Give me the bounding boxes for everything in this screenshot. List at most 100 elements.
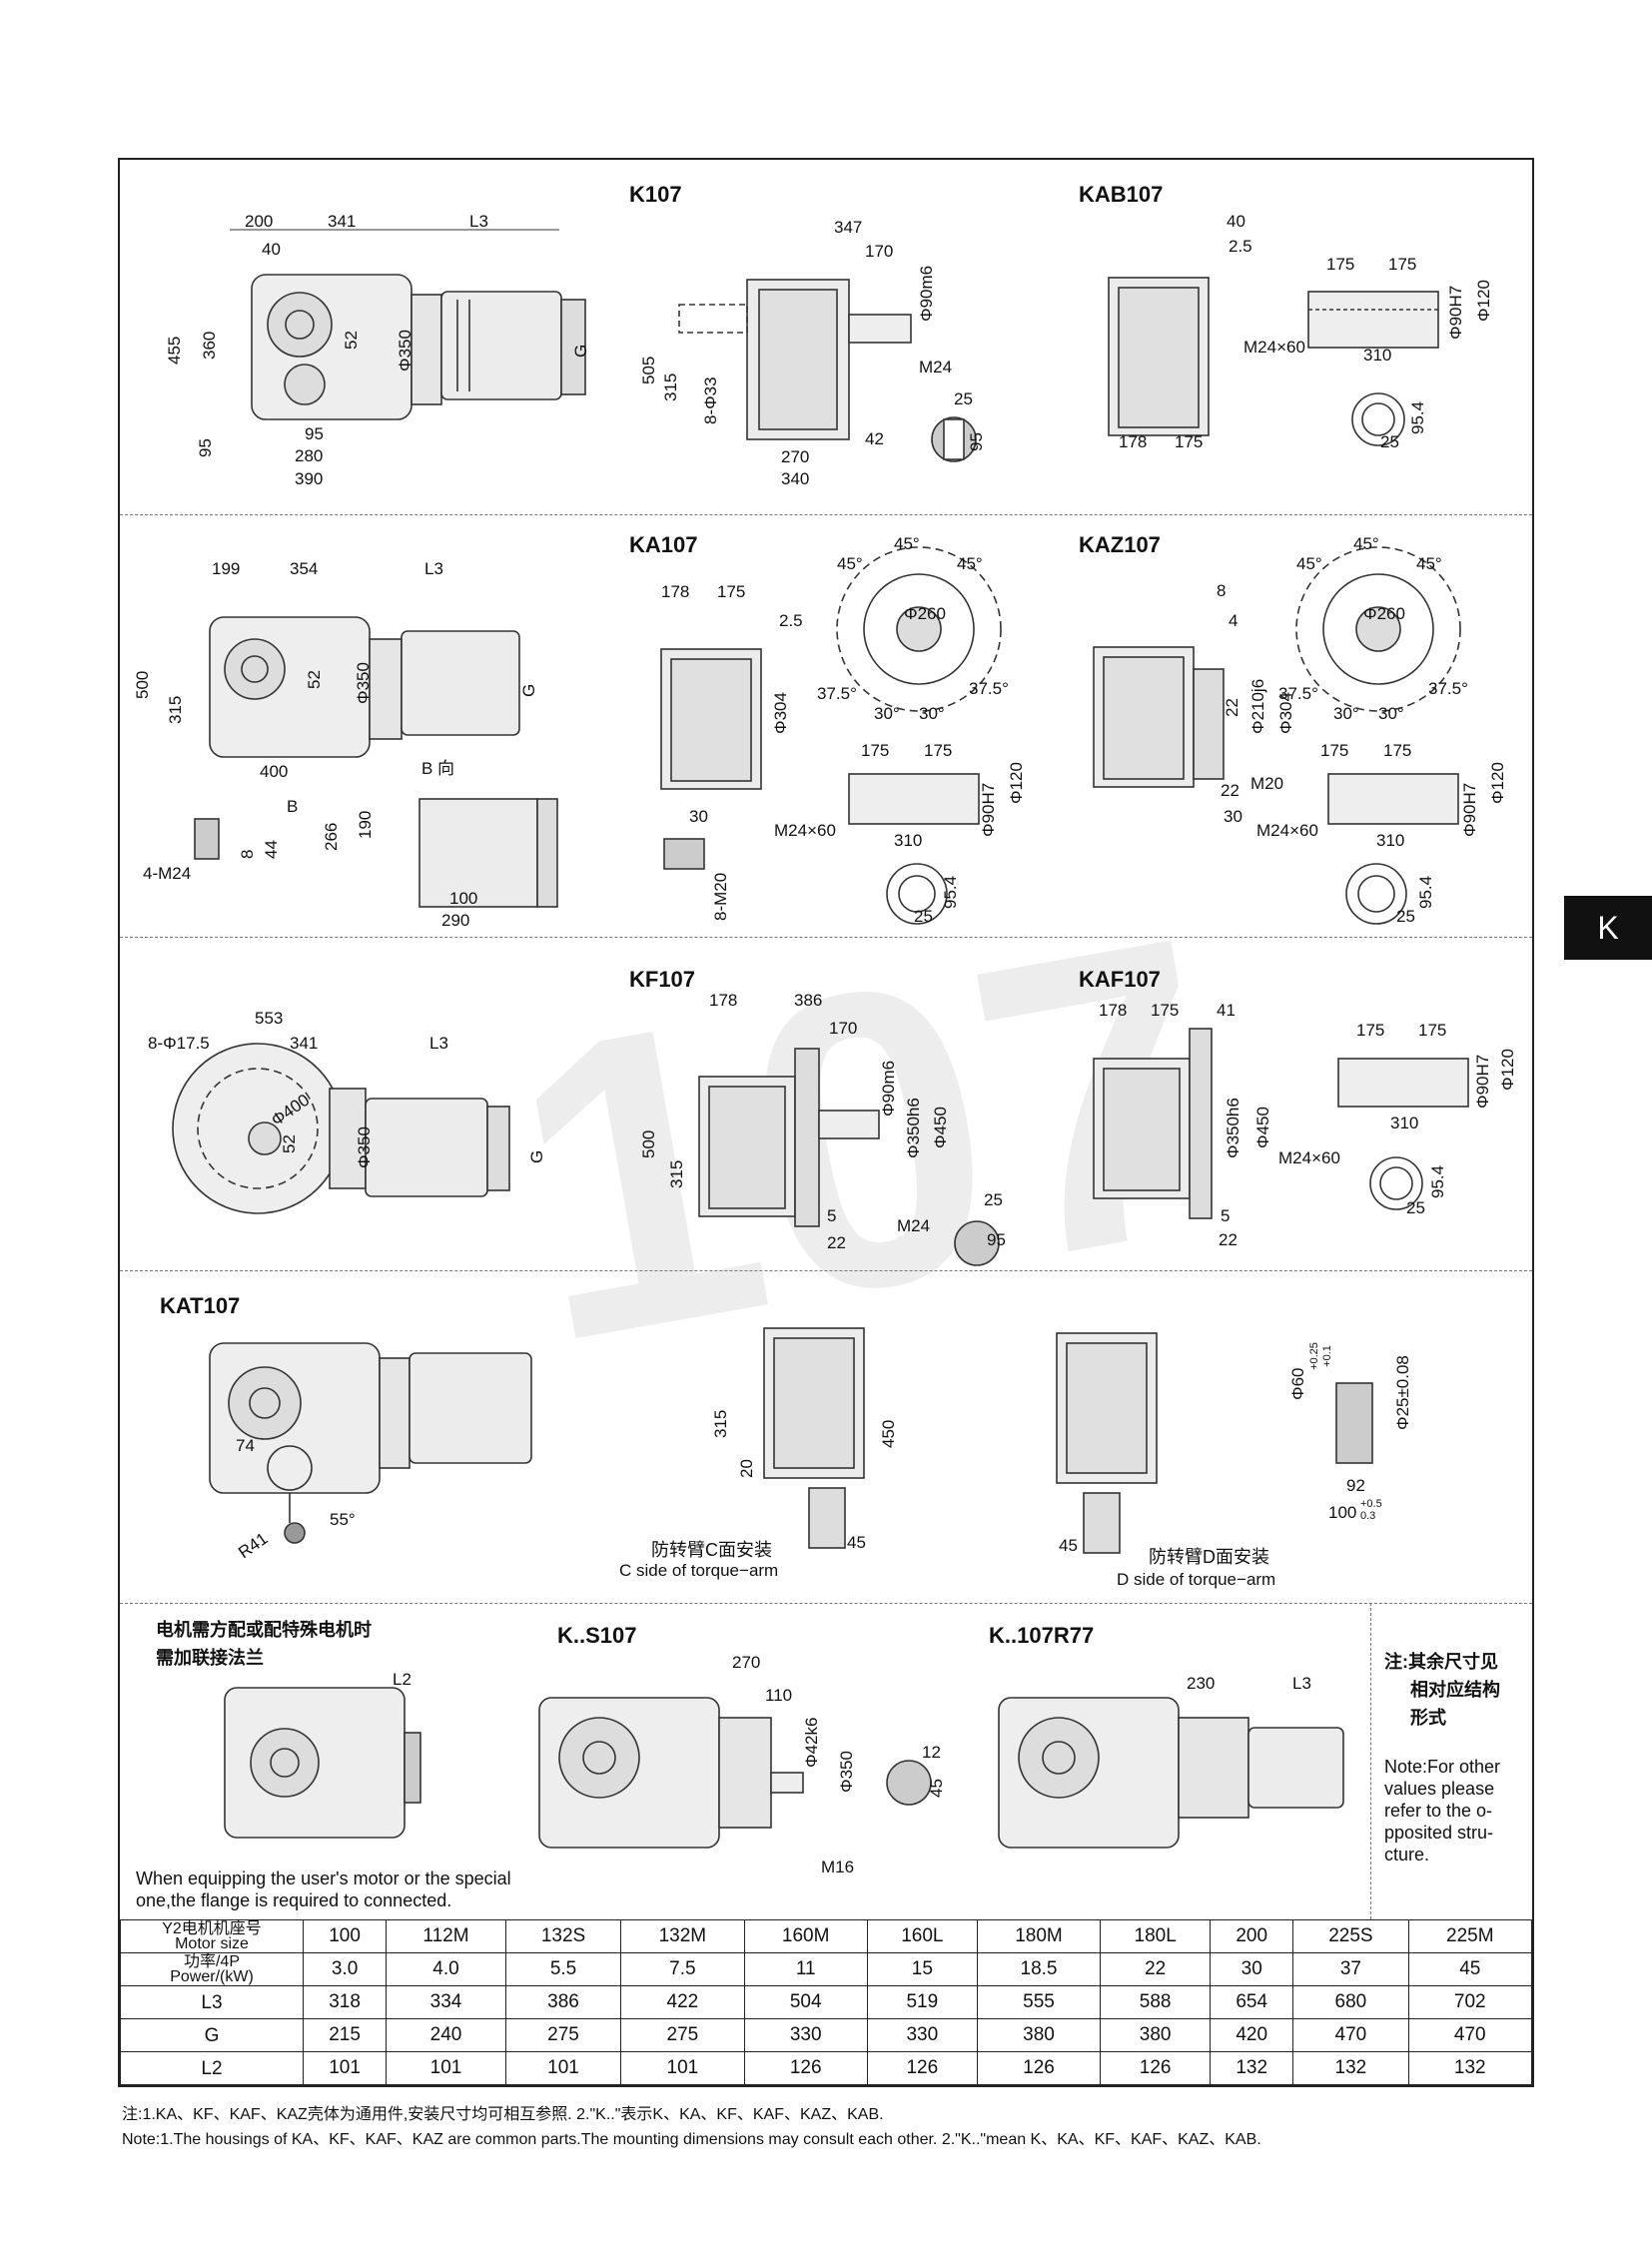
dim-label: 553 [255, 1009, 284, 1028]
table-cell: 126 [1100, 2051, 1212, 2085]
dim-label: Φ260 [1363, 604, 1405, 623]
dim-label: +0.25 [1307, 1342, 1320, 1370]
table-cell: 588 [1100, 1985, 1212, 2019]
table-cell: 334 [386, 1985, 506, 2019]
dim-label: 52 [305, 670, 324, 689]
dim-label: 12 [922, 1743, 941, 1762]
dim-label: 5 [827, 1206, 837, 1225]
dim-label: 41 [1217, 1001, 1236, 1020]
row-header-primary: L2 [201, 2057, 223, 2079]
kf107-front-drawing [698, 1048, 1000, 1266]
table-cell: 112M [386, 1919, 506, 1953]
dim-label: M24 [919, 358, 953, 376]
table-cell: 132 [1210, 2051, 1294, 2085]
dim-label: +0.1 [1320, 1345, 1333, 1367]
dim-label: L2 [393, 1670, 412, 1689]
table-cell: 504 [743, 1985, 868, 2019]
dim-label: 270 [781, 447, 810, 466]
table-cell: 101 [504, 2051, 622, 2085]
row-header-primary: L3 [201, 1991, 223, 2013]
table-cell: 132 [1407, 2051, 1533, 2085]
dim-label: 30 [689, 807, 708, 826]
dim-label: 310 [1363, 346, 1392, 365]
dim-label: 190 [356, 810, 375, 839]
kat107-drawing [209, 1327, 1373, 1554]
dim-label: M16 [821, 1858, 855, 1876]
dim-label: 37.5° [1278, 684, 1318, 703]
dim-label: 266 [322, 822, 341, 851]
section-tab-k[interactable]: K [1564, 896, 1652, 960]
dim-label: 40 [1227, 212, 1245, 231]
dim-label: 55° [330, 1510, 356, 1529]
dim-label: M24 [897, 1216, 931, 1235]
dim-label: 4 [1229, 611, 1239, 630]
table-cell: 275 [504, 2018, 622, 2052]
ka107-side-drawing [194, 616, 558, 908]
dim-label: 280 [295, 446, 324, 465]
table-cell: 470 [1407, 2018, 1533, 2052]
dim-label: 400 [260, 762, 289, 781]
dim-label: 45° [1416, 554, 1442, 573]
table-cell: 160L [866, 1919, 978, 1953]
dim-label: 37.5° [817, 684, 857, 703]
dim-label: 74 [236, 1436, 255, 1455]
dim-label: 8-Φ17.5 [148, 1034, 210, 1053]
caption-c-side-en: C side of torque−arm [619, 1561, 779, 1580]
table-cell: 3.0 [302, 1952, 388, 1986]
side-note-cn-1: 注:其余尺寸见 [1384, 1652, 1498, 1672]
dim-label: M24×60 [774, 821, 836, 840]
dim-label: 175 [1388, 255, 1417, 274]
dim-label: Φ120 [1498, 1049, 1517, 1091]
table-cell: 15 [866, 1952, 978, 1986]
side-note-cn-3: 形式 [1410, 1708, 1446, 1728]
dim-label: 175 [1383, 741, 1412, 760]
dim-label: L3 [469, 212, 488, 231]
footnote-cn: 注:1.KA、KF、KAF、KAZ壳体为通用件,安装尺寸均可相互参照. 2."K… [122, 2106, 884, 2123]
table-cell: 11 [743, 1952, 868, 1986]
dim-label: 230 [1187, 1674, 1216, 1693]
table-cell: 330 [866, 2018, 978, 2052]
dim-label: Φ90H7 [1473, 1054, 1492, 1109]
dim-label: Φ90H7 [979, 782, 998, 837]
dim-label: M20 [1250, 774, 1284, 793]
table-cell: 200 [1210, 1919, 1294, 1953]
dim-label: 45 [927, 1779, 946, 1798]
section-divider [120, 1603, 1532, 1604]
kf107-side-drawing [172, 1043, 510, 1214]
dim-label: 270 [732, 1653, 761, 1672]
dim-label: 95.4 [1428, 1164, 1447, 1198]
dim-label: Φ120 [1474, 280, 1493, 322]
dim-label: 22 [1221, 781, 1239, 800]
dim-label: G [571, 344, 590, 358]
dim-label: Φ350 [396, 330, 414, 372]
dim-label: 95 [987, 1230, 1006, 1249]
dim-label: B 向 [421, 759, 455, 778]
dim-label: Φ90H7 [1446, 285, 1465, 340]
dim-label: L3 [429, 1034, 448, 1053]
kaf107-drawing [1093, 1028, 1469, 1219]
row-header-secondary: Power/(kW) [170, 1968, 254, 1985]
dim-label: 310 [1390, 1114, 1419, 1132]
dim-label: 30° [1378, 704, 1404, 723]
dim-label: Φ25±0.08 [1393, 1355, 1412, 1430]
table-cell: 215 [302, 2018, 388, 2052]
dim-label: M24×60 [1256, 821, 1318, 840]
dim-label: Φ450 [931, 1107, 950, 1148]
dim-label: Φ350 [354, 662, 373, 704]
dim-label: 95.4 [941, 875, 960, 909]
model-title-kr77: K..107R77 [989, 1623, 1095, 1648]
table-cell: 275 [620, 2018, 745, 2052]
dim-label: 315 [711, 1409, 730, 1438]
section-divider [120, 1270, 1532, 1271]
dim-label: 354 [290, 559, 319, 578]
model-title-kat107: KAT107 [160, 1293, 241, 1318]
side-note-en-5: cture. [1384, 1845, 1430, 1865]
dim-label: 360 [200, 331, 219, 360]
side-note-en-4: pposited stru- [1384, 1823, 1494, 1843]
dim-label: 30° [1333, 704, 1359, 723]
section-divider [120, 514, 1532, 515]
table-cell: 386 [504, 1985, 622, 2019]
dim-label: L3 [424, 559, 443, 578]
model-title-k107: K107 [629, 182, 682, 207]
